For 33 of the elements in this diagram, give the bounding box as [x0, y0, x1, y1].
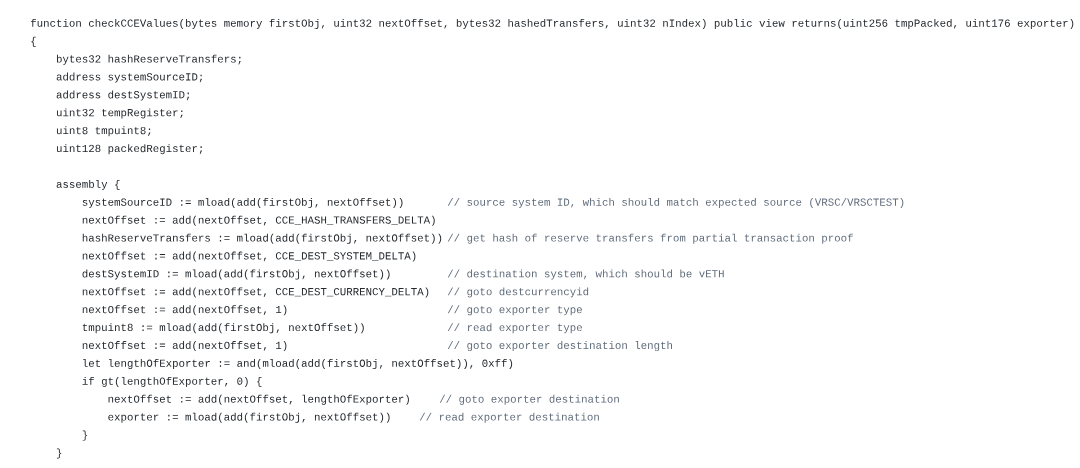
code-line: address systemSourceID;	[56, 72, 203, 83]
code-line: uint128 packedRegister;	[57, 144, 203, 155]
code-comment: // goto destcurrencyid	[447, 287, 589, 298]
code-line: destSystemID := mload(add(firstObj, nextOffset))	[82, 269, 390, 280]
code-line: {	[31, 36, 36, 47]
code-comment: // source system ID, which should match expected source (VRSC/VRSCTEST)	[447, 197, 904, 208]
code-line: if gt(lengthOfExporter, 0) {	[82, 376, 262, 387]
code-line: nextOffset := add(nextOffset, CCE_DEST_CURRENCY_DELTA)	[82, 287, 429, 298]
code-line: exporter := mload(add(firstObj, nextOffset))	[108, 412, 390, 423]
code-line: let lengthOfExporter := and(mload(add(firstObj, nextOffset)), 0xff)	[83, 359, 513, 369]
code-line: address destSystemID;	[56, 90, 190, 101]
code-line: hashReserveTransfers := mload(add(firstObj, nextOffset))	[82, 233, 442, 244]
code-comment: // goto exporter destination length	[447, 341, 672, 352]
code-line: nextOffset := add(nextOffset, 1)	[82, 305, 287, 316]
code-comment: // read exporter destination	[419, 412, 599, 423]
code-line: }	[56, 448, 62, 459]
code-line: nextOffset := add(nextOffset, lengthOfExporter)	[108, 394, 409, 405]
code-line: uint32 tempRegister;	[57, 108, 183, 119]
code-comment: // goto exporter destination	[439, 394, 619, 405]
code-comment: // destination system, which should be vETH	[447, 269, 724, 280]
code-comment: // read exporter type	[447, 323, 582, 334]
code-line: assembly {	[56, 180, 120, 190]
code-line: systemSourceID := mload(add(firstObj, nextOffset))	[82, 197, 403, 208]
code-line: uint8 tmpuint8;	[57, 126, 151, 137]
code-line: function checkCCEValues(bytes memory firstObj, uint32 nextOffset, bytes32 hashedTransfers, uint32 nIndex) public view returns(uint256 tmpPacked, uint176 exporter)	[30, 18, 1074, 29]
code-comment: // goto exporter type	[447, 305, 582, 316]
code-line: bytes32 hashReserveTransfers;	[56, 54, 241, 65]
code-line: nextOffset := add(nextOffset, 1)	[82, 341, 287, 352]
code-comment: // get hash of reserve transfers from partial transaction proof	[447, 233, 853, 244]
code-line: tmpuint8 := mload(add(firstObj, nextOffset))	[82, 323, 364, 334]
code-line: }	[82, 430, 88, 441]
code-line: nextOffset := add(nextOffset, CCE_HASH_TRANSFERS_DELTA)	[82, 215, 435, 226]
code-line: nextOffset := add(nextOffset, CCE_DEST_SYSTEM_DELTA)	[82, 251, 416, 262]
